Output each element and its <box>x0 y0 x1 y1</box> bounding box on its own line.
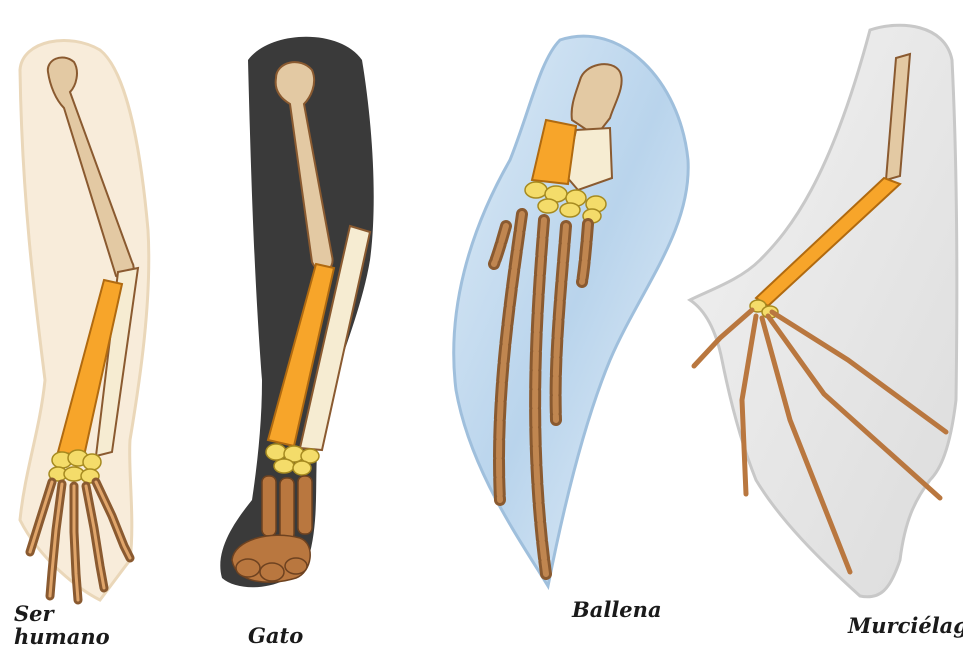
bat-wing <box>690 25 957 597</box>
label-human-line2: humano <box>14 625 110 648</box>
human-arm <box>20 40 149 600</box>
label-human-line1: Ser <box>14 602 110 625</box>
label-bat: Murciélago <box>848 614 963 637</box>
whale-flipper <box>454 36 688 586</box>
human-carpals <box>49 450 101 483</box>
label-cat: Gato <box>248 624 303 647</box>
label-whale: Ballena <box>572 598 662 621</box>
label-human: Ser humano <box>14 602 110 648</box>
cat-leg <box>220 37 373 588</box>
